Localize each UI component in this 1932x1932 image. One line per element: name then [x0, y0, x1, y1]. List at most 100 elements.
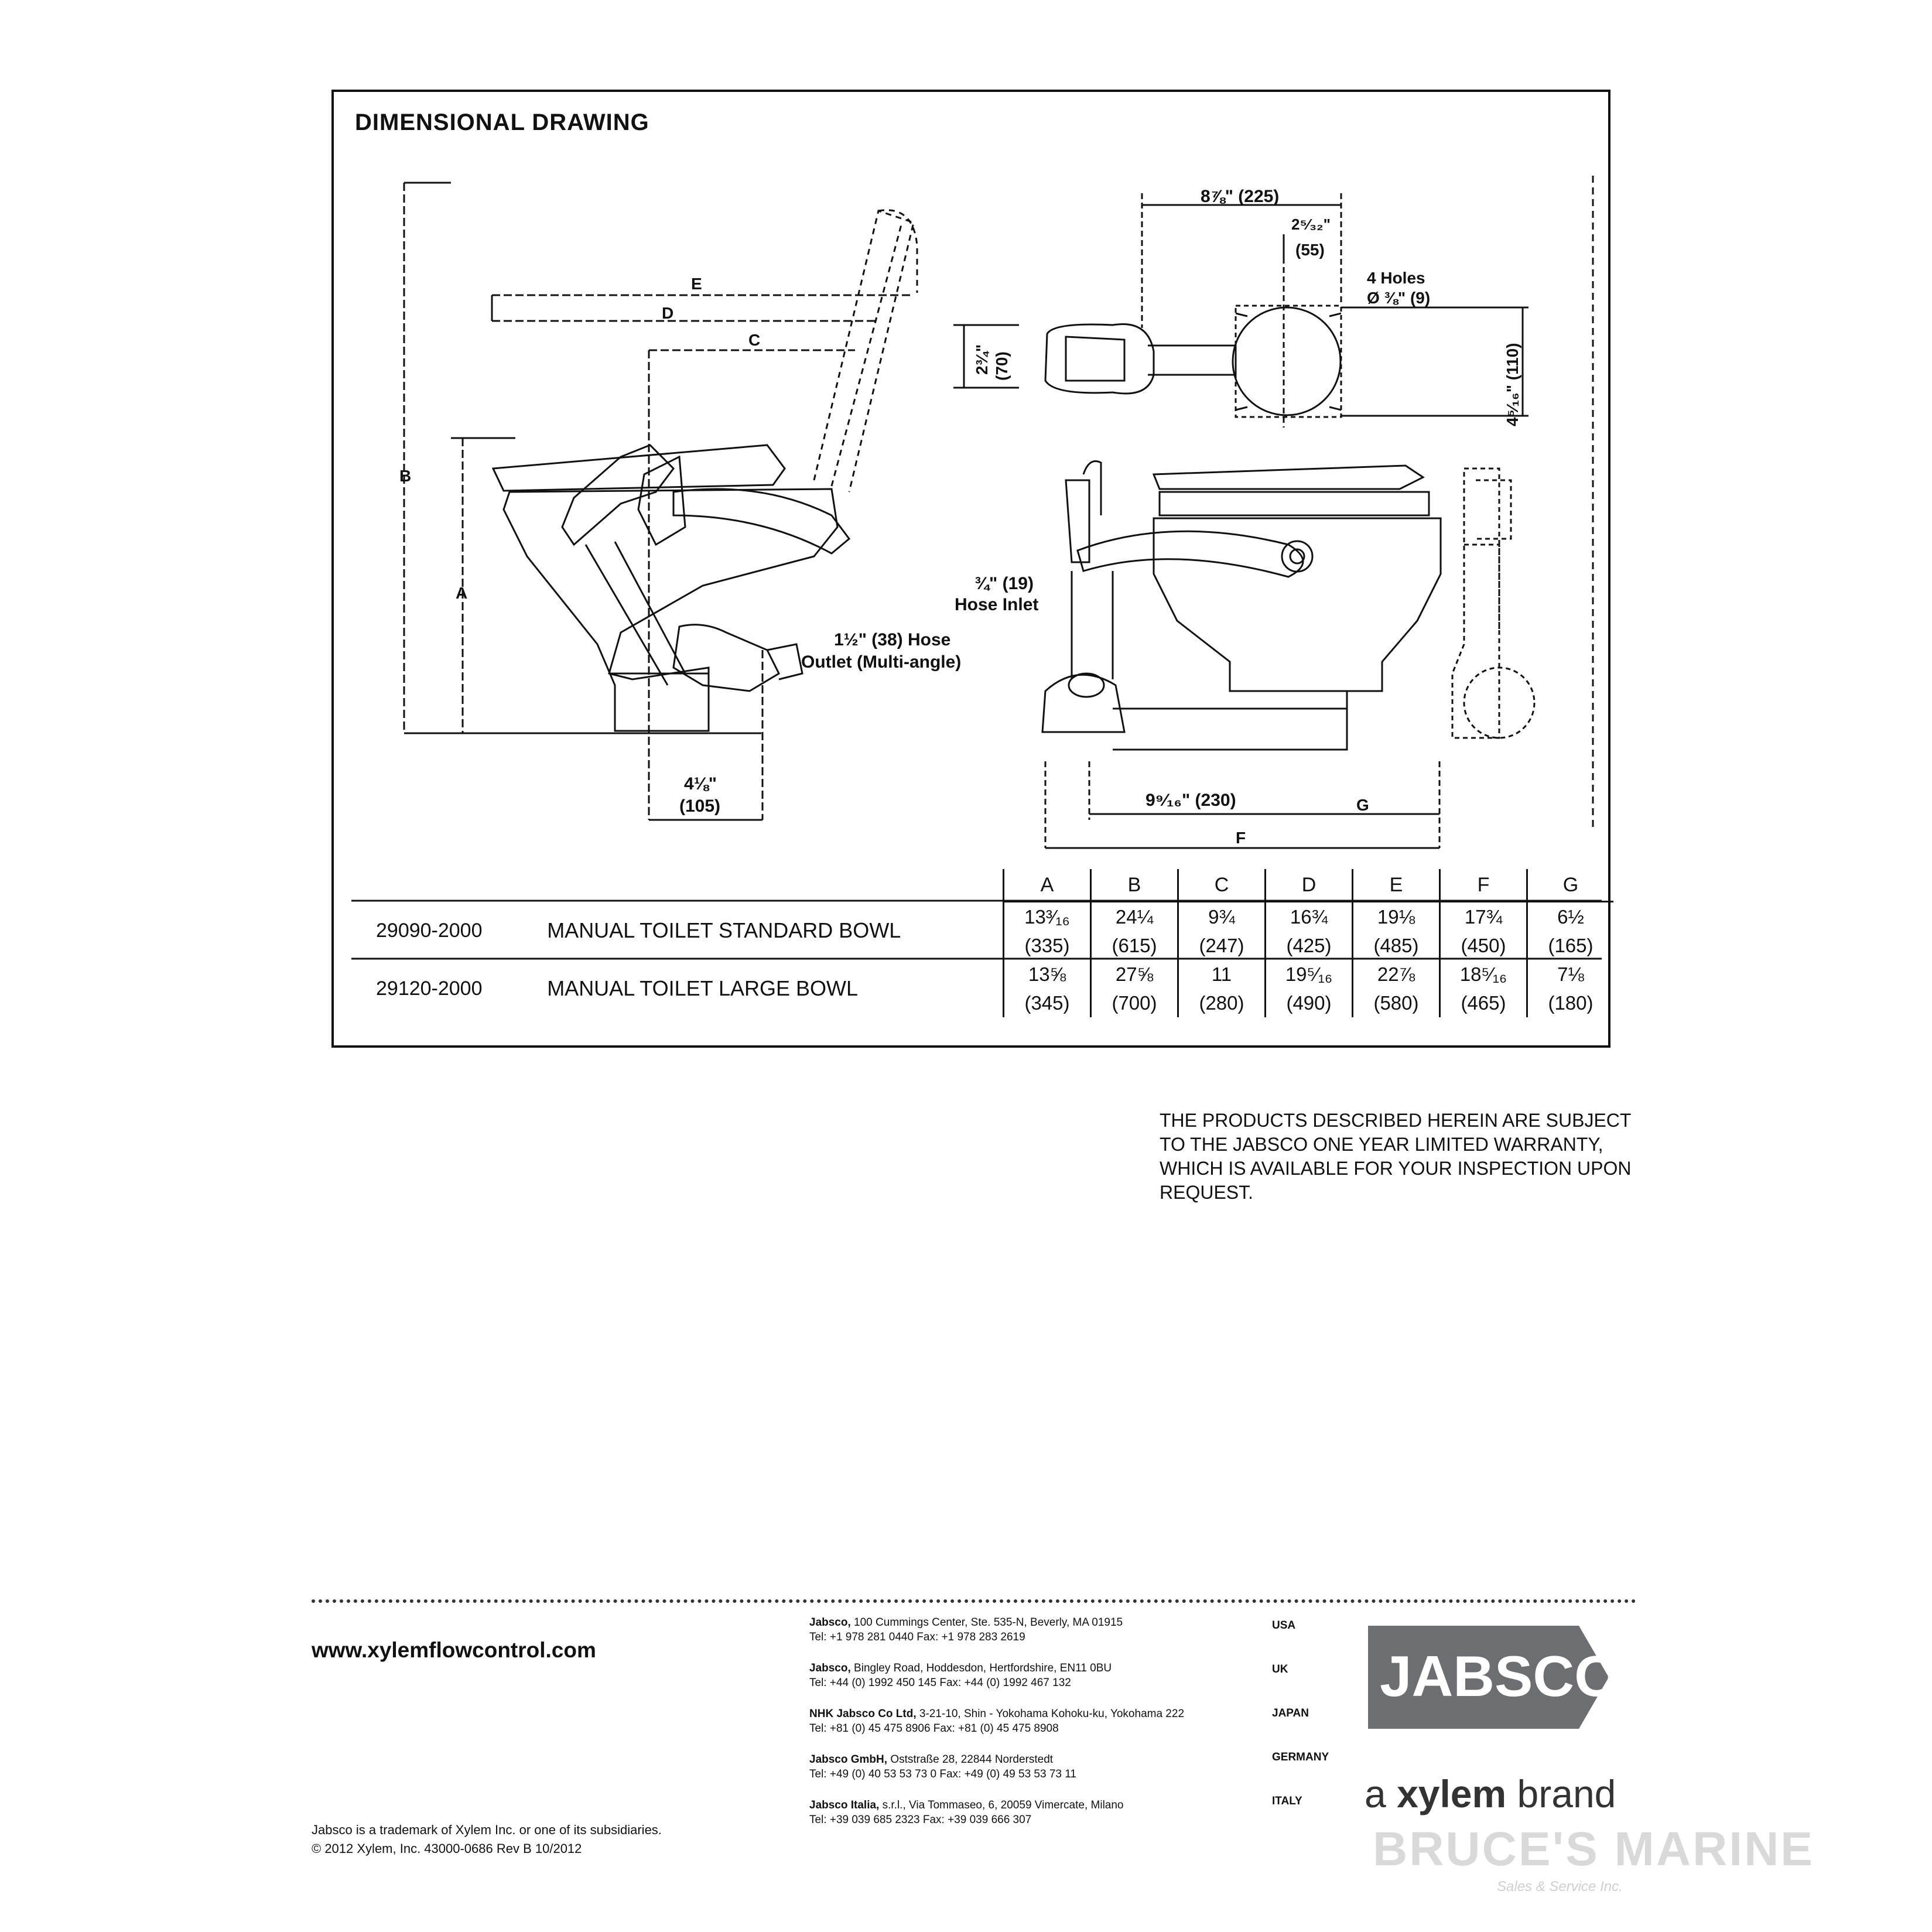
table-cell: 13³⁄₁₆	[1003, 901, 1091, 931]
table-header-row: A B C D E F G	[351, 869, 1613, 902]
table-cell: 9¾	[1177, 901, 1266, 931]
product-description: MANUAL TOILET STANDARD BOWL	[547, 918, 901, 943]
part-number: 29090-2000	[376, 919, 483, 942]
list-item: Jabsco, 100 Cummings Center, Ste. 535-N,…	[809, 1615, 1254, 1661]
country-label: GERMANY	[1272, 1751, 1329, 1763]
table-cell: 6½	[1526, 901, 1613, 931]
column-header: A	[1003, 869, 1091, 902]
column-header: E	[1352, 869, 1440, 902]
contact-phone: Tel: +49 (0) 40 53 53 73 0 Fax: +49 (0) …	[809, 1768, 1076, 1780]
contact-phone: Tel: +44 (0) 1992 450 145 Fax: +44 (0) 1…	[809, 1677, 1071, 1689]
column-header: C	[1177, 869, 1266, 902]
table-cell: (700)	[1090, 989, 1178, 1017]
table-cell: 17¾	[1439, 901, 1527, 931]
watermark-logo: BRUCE'S MARINE	[1373, 1822, 1814, 1876]
table-cell: 19⁵⁄₁₆	[1264, 960, 1353, 989]
label-dim-c: C	[748, 331, 760, 349]
table-row: (345) (700) (280) (490) (580) (465) (180…	[351, 989, 1613, 1017]
column-header: B	[1090, 869, 1178, 902]
table-cell: (165)	[1526, 931, 1613, 960]
column-header: F	[1439, 869, 1527, 902]
label-depth-2: (70)	[993, 351, 1011, 381]
label-base-offset-1: 4⅛"	[684, 774, 717, 794]
country-label: UK	[1272, 1663, 1288, 1675]
table-cell: (335)	[1003, 931, 1091, 960]
contact-name: NHK Jabsco Co Ltd,	[809, 1708, 917, 1720]
contact-address: 3-21-10, Shin - Yokohama Kohoku-ku, Yoko…	[919, 1708, 1185, 1720]
table-cell: (485)	[1352, 931, 1440, 960]
table-cell: (345)	[1003, 989, 1091, 1017]
country-label: JAPAN	[1272, 1707, 1309, 1719]
label-dim-a: A	[456, 584, 467, 602]
label-hose-outlet-1: 1½" (38) Hose	[834, 630, 950, 649]
table-cell: (247)	[1177, 931, 1266, 960]
label-hose-inlet-1: ¾" (19)	[974, 574, 1034, 593]
table-cell: (580)	[1352, 989, 1440, 1017]
table-row: 29090-2000 MANUAL TOILET STANDARD BOWL 1…	[351, 901, 1613, 942]
label-holes-1: 4 Holes	[1367, 269, 1425, 287]
list-item: Jabsco Italia, s.r.l., Via Tommaseo, 6, …	[809, 1798, 1254, 1844]
table-cell: 13⅝	[1003, 960, 1091, 989]
contact-name: Jabsco Italia,	[809, 1799, 880, 1811]
table-cell: 11	[1177, 960, 1266, 989]
label-base-offset-2: (105)	[679, 796, 720, 816]
country-list: USA UK JAPAN GERMANY ITALY	[1272, 1619, 1329, 1839]
table-cell: (450)	[1439, 931, 1527, 960]
label-dim-d: D	[662, 304, 673, 322]
table-cell: (465)	[1439, 989, 1527, 1017]
dimension-table: A B C D E F G 29090-2000 MANUAL TOILET S…	[351, 869, 1613, 1017]
contact-address: Bingley Road, Hoddesdon, Hertfordshire, …	[854, 1662, 1112, 1674]
contact-address: s.r.l., Via Tommaseo, 6, 20059 Vimercate…	[882, 1799, 1124, 1811]
label-holes-2: Ø ⅜" (9)	[1367, 289, 1430, 307]
copyright-line: © 2012 Xylem, Inc. 43000-0686 Rev B 10/2…	[312, 1841, 582, 1856]
trademark-notice: Jabsco is a trademark of Xylem Inc. or o…	[312, 1821, 662, 1858]
contact-list: Jabsco, 100 Cummings Center, Ste. 535-N,…	[809, 1615, 1254, 1844]
part-number: 29120-2000	[376, 977, 483, 1000]
section-title: DIMENSIONAL DRAWING	[355, 110, 649, 135]
label-hose-inlet-2: Hose Inlet	[955, 595, 1038, 614]
contact-address: 100 Cummings Center, Ste. 535-N, Beverly…	[854, 1616, 1123, 1629]
contact-address: Oststraße 28, 22844 Norderstedt	[890, 1753, 1054, 1766]
product-description: MANUAL TOILET LARGE BOWL	[547, 976, 859, 1000]
column-header: G	[1526, 869, 1613, 902]
label-dim-b: B	[399, 467, 411, 485]
table-cell: (280)	[1177, 989, 1266, 1017]
xylem-brand-tagline: a xylem brand	[1365, 1772, 1616, 1815]
contact-name: Jabsco GmbH,	[809, 1753, 888, 1766]
label-depth-1: 2¾"	[973, 344, 991, 375]
table-cell: 19⅛	[1352, 901, 1440, 931]
contact-phone: Tel: +81 (0) 45 475 8906 Fax: +81 (0) 45…	[809, 1722, 1059, 1735]
column-header: D	[1264, 869, 1353, 902]
website-link[interactable]: www.xylemflowcontrol.com	[312, 1638, 596, 1662]
country-label: USA	[1272, 1619, 1296, 1632]
label-hose-outlet-2: Outlet (Multi-angle)	[801, 652, 961, 672]
list-item: NHK Jabsco Co Ltd, 3-21-10, Shin - Yokoh…	[809, 1707, 1254, 1752]
contact-phone: Tel: +39 039 685 2323 Fax: +39 039 666 3…	[809, 1814, 1032, 1826]
contact-name: Jabsco,	[809, 1662, 851, 1674]
jabsco-logo: JABSCO	[1368, 1626, 1609, 1729]
table-cell: 16¾	[1264, 901, 1353, 931]
table-cell: 18⁵⁄₁₆	[1439, 960, 1527, 989]
table-cell: 22⅞	[1352, 960, 1440, 989]
footer-divider	[312, 1599, 1636, 1603]
label-base-width: 9⁹⁄₁₆" (230)	[1145, 791, 1236, 810]
label-dim-e: E	[691, 275, 702, 293]
table-cell: (490)	[1264, 989, 1353, 1017]
contact-name: Jabsco,	[809, 1616, 851, 1629]
dimensional-drawing-frame: DIMENSIONAL DRAWING	[331, 90, 1610, 1048]
table-row: (335) (615) (247) (425) (485) (450) (165…	[351, 931, 1613, 960]
label-dim-g: G	[1356, 796, 1369, 814]
label-height-side: 4⁵⁄₁₆" (110)	[1503, 343, 1521, 426]
contact-phone: Tel: +1 978 281 0440 Fax: +1 978 283 261…	[809, 1631, 1025, 1643]
table-cell: (615)	[1090, 931, 1178, 960]
table-cell: 27⅝	[1090, 960, 1178, 989]
trademark-line: Jabsco is a trademark of Xylem Inc. or o…	[312, 1822, 662, 1837]
label-small-offset-1: 2⁵⁄₃₂"	[1291, 216, 1331, 233]
list-item: Jabsco GmbH, Oststraße 28, 22844 Norders…	[809, 1752, 1254, 1798]
table-cell: (180)	[1526, 989, 1613, 1017]
label-top-width: 8⅞" (225)	[1201, 187, 1279, 206]
svg-text:JABSCO: JABSCO	[1380, 1644, 1609, 1708]
warranty-notice: THE PRODUCTS DESCRIBED HEREIN ARE SUBJEC…	[1160, 1110, 1632, 1203]
table-cell: 24¼	[1090, 901, 1178, 931]
table-row: 29120-2000 MANUAL TOILET LARGE BOWL 13⅝ …	[351, 960, 1613, 1000]
